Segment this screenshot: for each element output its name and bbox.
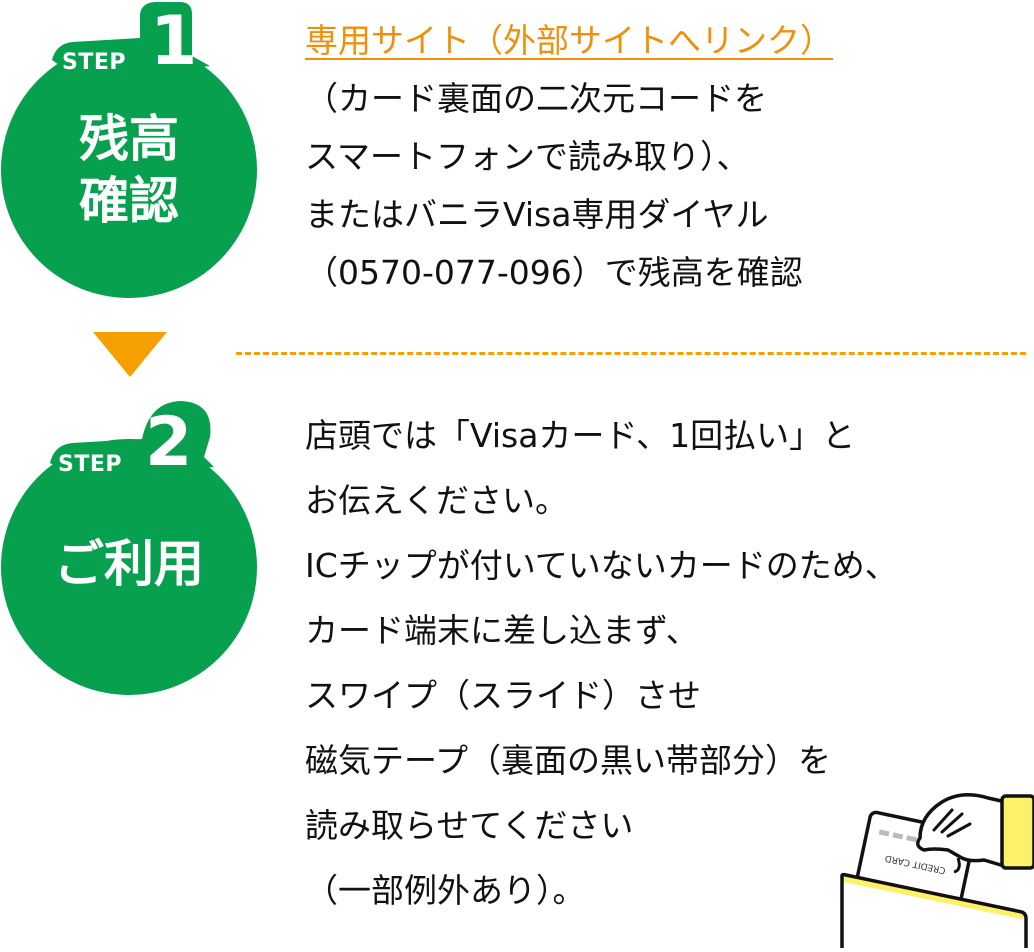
- step1-line: （0570-077-096）で残高を確認: [305, 253, 803, 292]
- card-swipe-icon: CREDIT CARD: [840, 793, 1034, 948]
- step2-badge-shape: [1, 401, 257, 695]
- step2-line: （一部例外あり）。: [305, 871, 586, 910]
- step1-line: スマートフォンで読み取り）、: [305, 137, 750, 176]
- step1-title: 残高 確認: [79, 110, 179, 230]
- step1-description: 専用サイト（外部サイトへリンク） （カード裏面の二次元コードを スマートフォンで…: [305, 12, 833, 302]
- step2-title: ご利用: [54, 535, 204, 593]
- step2-label: STEP: [58, 452, 123, 477]
- dashed-divider: [236, 352, 1026, 355]
- step2-line: スワイプ（スライド）させ: [305, 676, 701, 715]
- step1-badge-shape: [1, 2, 257, 298]
- step2-line: カード端末に差し込まず、: [305, 611, 699, 650]
- step2-number: 2: [145, 403, 193, 482]
- step2-badge: STEP 2 ご利用: [0, 395, 258, 700]
- arrow-down-icon: [93, 332, 167, 377]
- step2-line: 磁気テープ（裏面の黒い帯部分）を: [305, 741, 832, 780]
- step2-line: 読み取らせてください: [305, 806, 634, 845]
- card-swipe-illustration: CREDIT CARD: [838, 780, 1034, 948]
- step2-line: ICチップが付いていないカードのため、: [305, 546, 898, 585]
- step1-label: STEP: [62, 50, 127, 75]
- step1-line: またはバニラVisa専用ダイヤル: [305, 195, 769, 234]
- step1-line: （カード裏面の二次元コードを: [305, 79, 767, 118]
- step1-badge: STEP 1 残高 確認: [0, 0, 258, 300]
- step2-line: 店頭では「Visaカード、1回払い」と: [305, 416, 856, 455]
- external-balance-site-link[interactable]: 専用サイト（外部サイトへリンク）: [305, 21, 833, 60]
- step1-number: 1: [150, 2, 198, 81]
- step2-description: 店頭では「Visaカード、1回払い」と お伝えください。 ICチップが付いていな…: [305, 403, 898, 923]
- step2-line: お伝えください。: [305, 481, 569, 520]
